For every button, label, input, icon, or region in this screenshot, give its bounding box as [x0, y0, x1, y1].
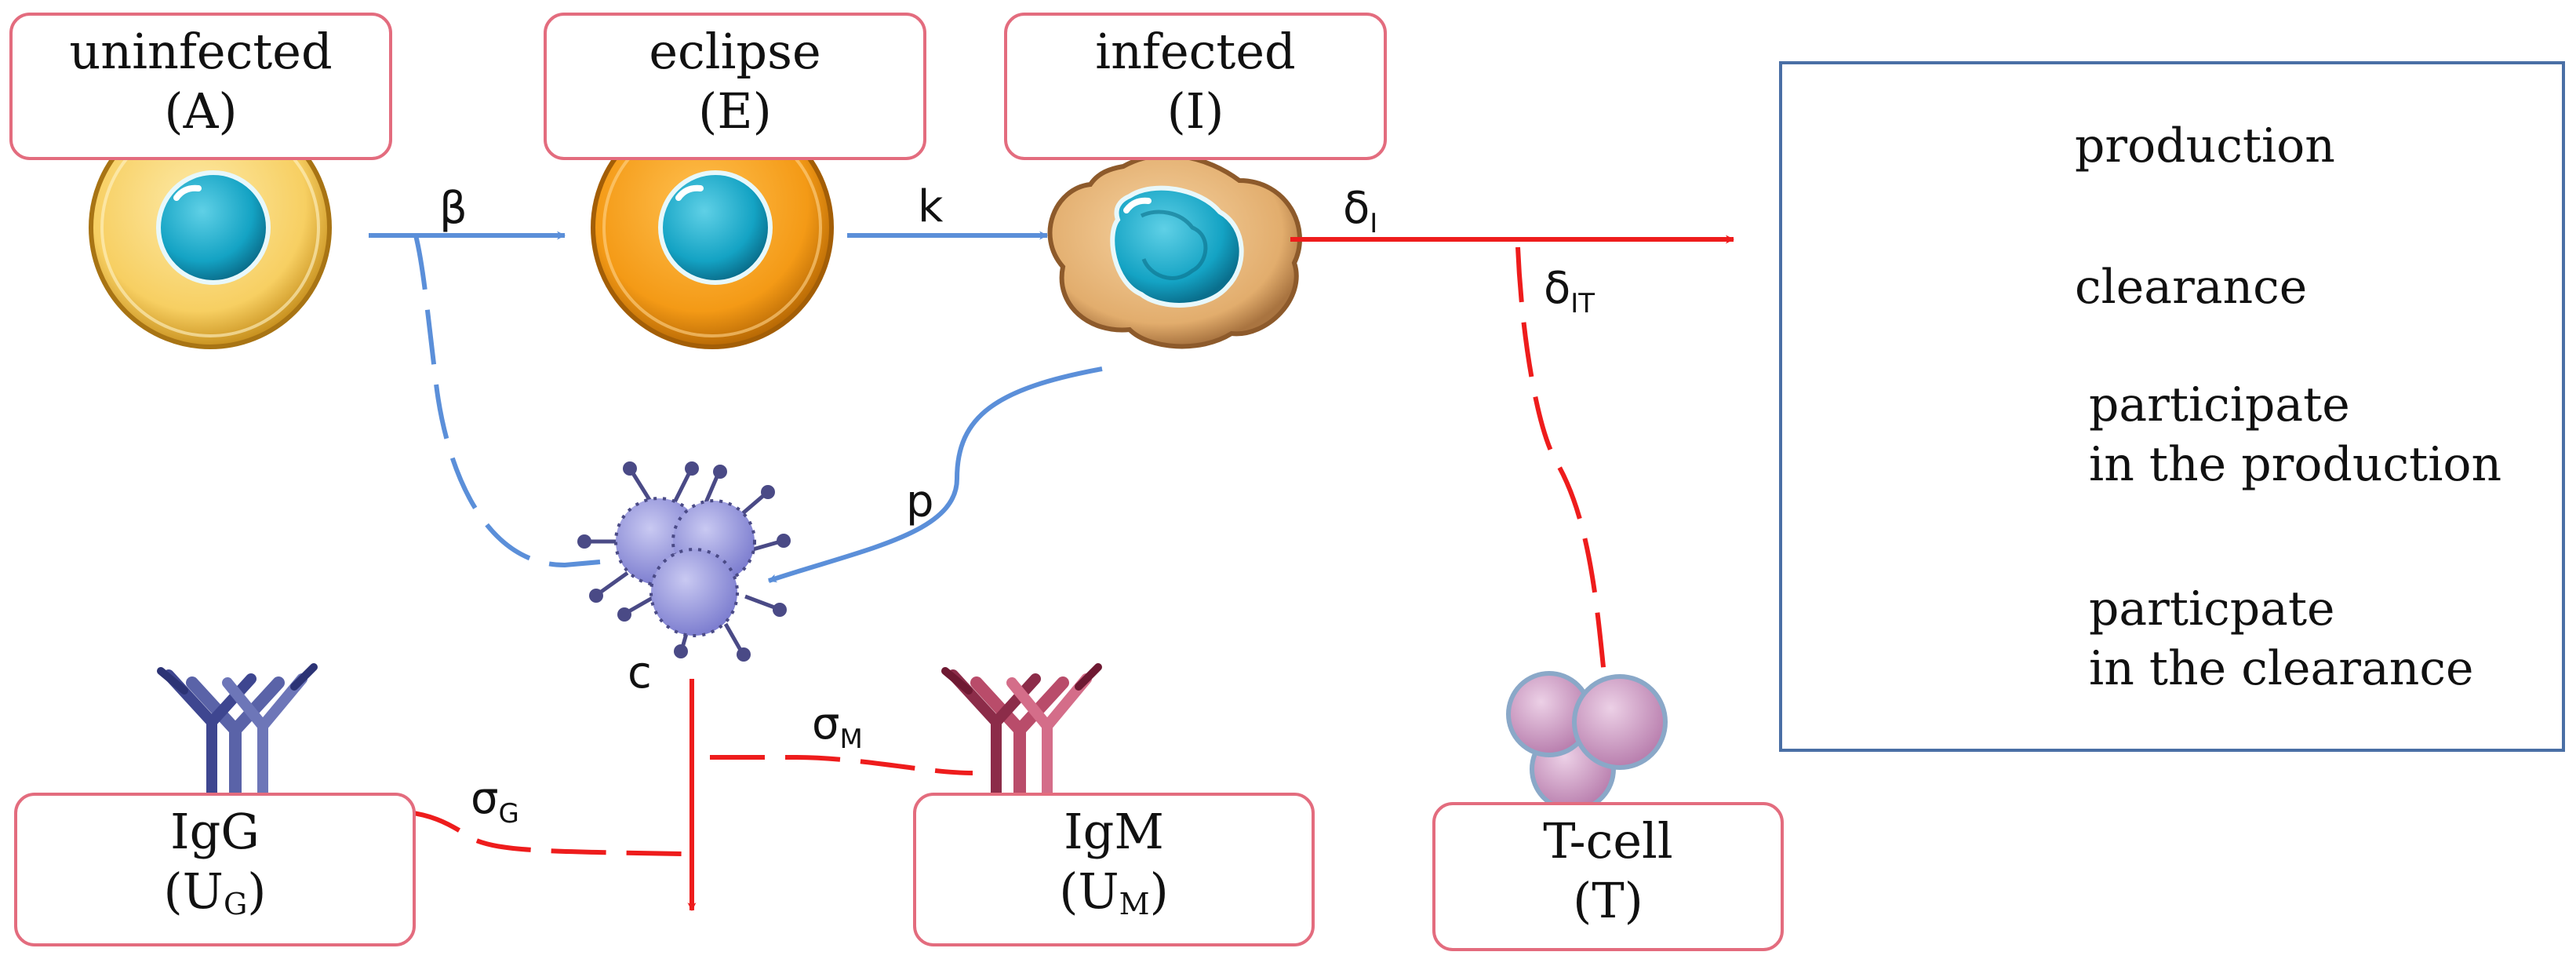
sigma-g-label: σG: [471, 773, 519, 830]
infected-label-box: infected (I): [1004, 13, 1387, 160]
infected-name: infected: [1095, 23, 1296, 80]
sigma-m-label: σM: [812, 698, 863, 755]
eclipse-cell-icon: [591, 106, 834, 349]
infected-cell-icon: [1047, 152, 1302, 349]
c-label: c: [628, 647, 652, 698]
tcell-name: T-cell: [1543, 812, 1673, 870]
igg-name: IgG: [170, 803, 260, 860]
virus-icon: [577, 461, 791, 662]
igg-participates-clearance-line: [407, 810, 683, 856]
igm-label-box: IgM (UM): [913, 793, 1315, 946]
eclipse-name: eclipse: [649, 23, 821, 80]
k-label: k: [918, 181, 944, 232]
infected-symbol: (I): [1166, 82, 1224, 140]
p-label: p: [906, 476, 934, 527]
igg-antibody-icon: [157, 663, 318, 799]
igm-participates-clearance-line: [710, 755, 973, 775]
uninfected-label-box: uninfected (A): [9, 13, 392, 160]
legend-participate-production-label: participate in the production: [2089, 377, 2502, 492]
t-cell-icon: [1506, 671, 1668, 812]
igm-symbol: (UM): [1059, 862, 1169, 921]
virus-participates-production-line: [413, 235, 601, 568]
legend-box: [1779, 61, 2565, 752]
uninfected-symbol: (A): [164, 82, 238, 140]
tcell-symbol: (T): [1573, 872, 1643, 929]
legend-production-label: production: [2075, 119, 2335, 173]
eclipse-label-box: eclipse (E): [544, 13, 926, 160]
uninfected-cell-icon: [89, 106, 332, 349]
uninfected-name: uninfected: [69, 23, 333, 80]
igg-symbol: (UG): [163, 862, 267, 921]
delta-i-label: δI: [1343, 183, 1378, 239]
tcell-participates-clearance-line: [1515, 246, 1606, 676]
tcell-label-box: T-cell (T): [1432, 802, 1784, 951]
eclipse-symbol: (E): [698, 82, 772, 140]
legend-clearance-label: clearance: [2075, 260, 2308, 315]
igm-name: IgM: [1064, 803, 1164, 860]
igm-antibody-icon: [941, 663, 1102, 799]
beta-label: β: [439, 183, 468, 234]
igg-label-box: IgG (UG): [14, 793, 416, 946]
p-arrow: [767, 366, 1103, 583]
delta-it-label: δIT: [1544, 263, 1595, 319]
legend-participate-clearance-label: particpate in the clearance: [2089, 582, 2474, 696]
